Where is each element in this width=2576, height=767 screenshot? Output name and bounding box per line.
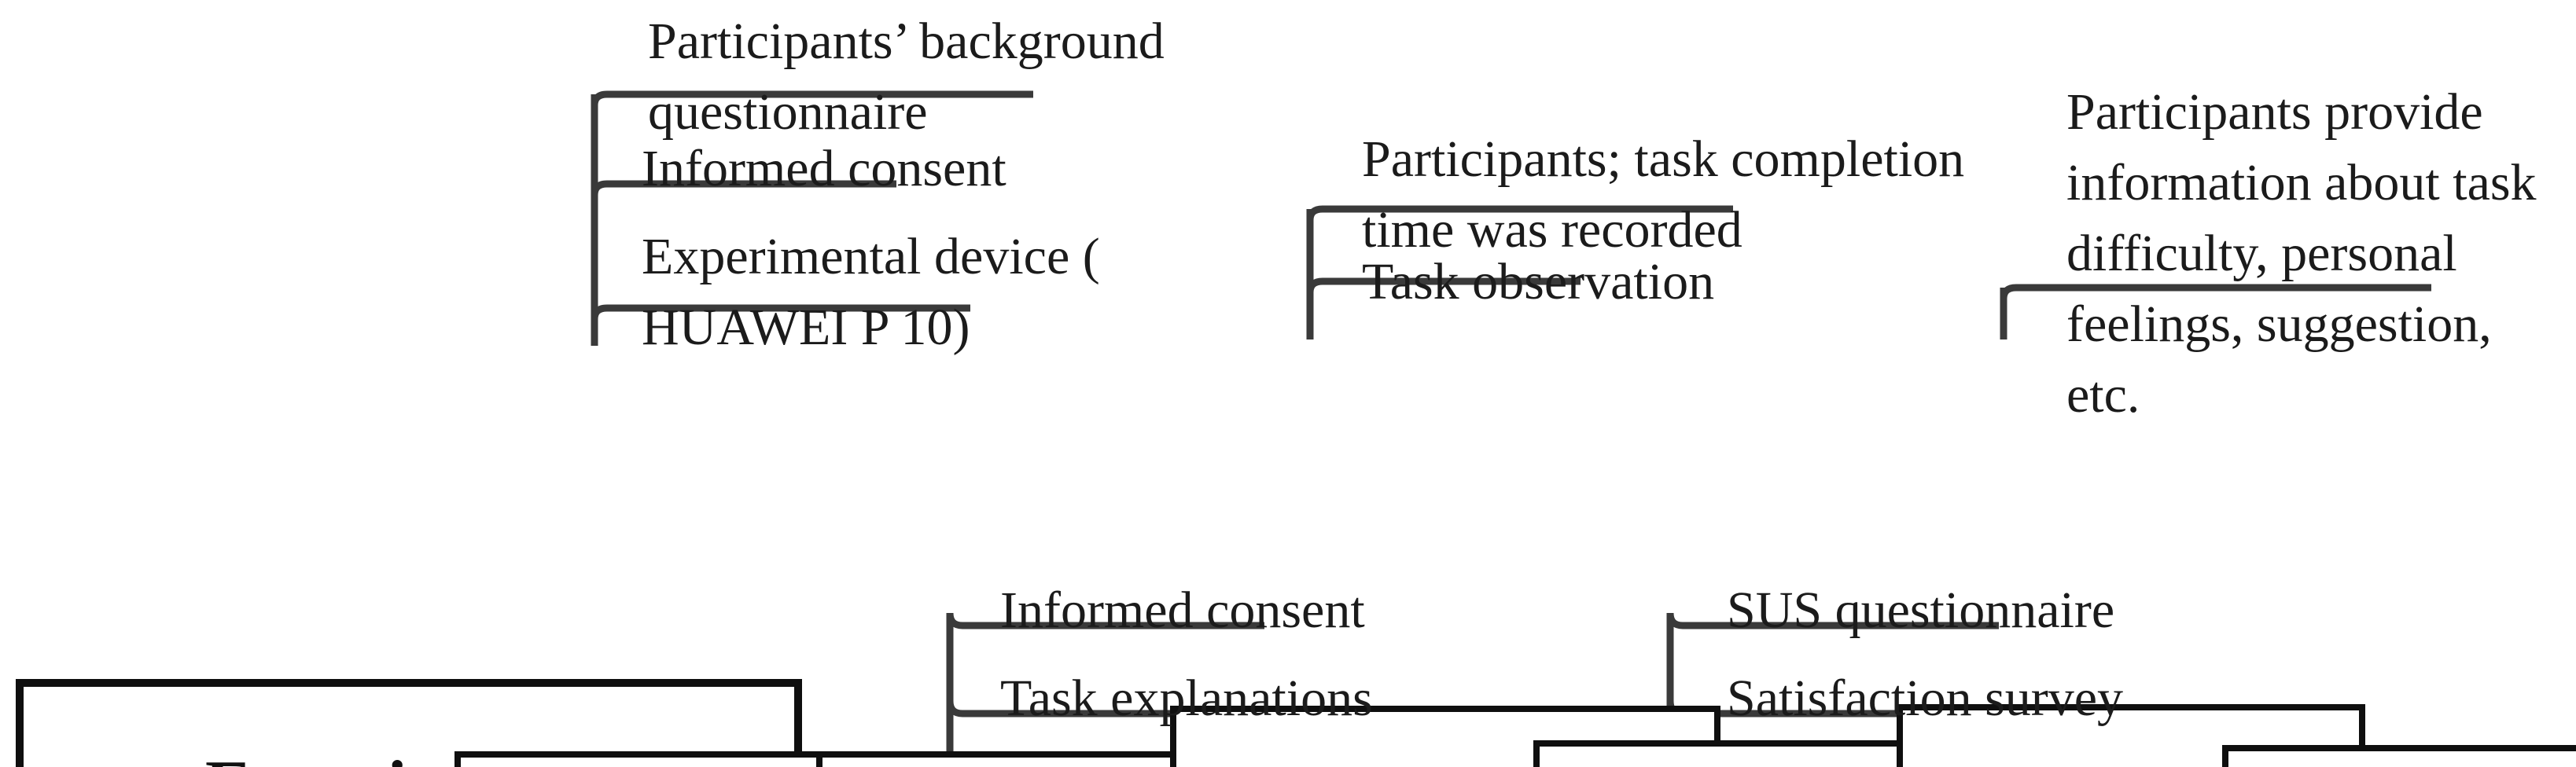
annotation-informed-consent-pretest: Informed consent <box>642 141 1006 198</box>
annotation-background-questionnaire: Participants’ background questionnaire <box>648 14 1165 141</box>
node-label-participants-conducting-tasks: Participants conducting tasks <box>1283 760 1608 767</box>
leader-sus-questionnaire <box>1666 612 1999 767</box>
leader-group-interview-above <box>2000 284 2431 339</box>
annotation-sus-questionnaire: SUS questionnaire <box>1727 583 2115 640</box>
leader-task-explanations <box>946 700 1268 767</box>
leader-group-pretest-above <box>591 90 1033 346</box>
annotation-experimental-device: Experimental device ( HUAWEI P 10) <box>642 229 1100 357</box>
annotation-task-observation: Task observation <box>1362 255 1715 311</box>
node-label-semi-structure-interview: Semi- structure interview <box>1903 759 2173 767</box>
leader-informed-consent-debriefing <box>946 612 1264 767</box>
leader-group-tasks-above <box>1306 205 1733 339</box>
annotation-task-explanations: Task explanations <box>1000 671 1373 728</box>
annotation-participants-provide-info: Participants provide information about t… <box>2066 85 2537 424</box>
node-data-analysis[interactable]: Data analysis <box>2222 745 2576 767</box>
annotation-task-completion-time: Participants; task completion time was r… <box>1362 132 1965 259</box>
annotation-satisfaction-survey: Satisfaction survey <box>1727 671 2124 728</box>
annotation-informed-consent-debriefing: Informed consent <box>1000 583 1365 640</box>
